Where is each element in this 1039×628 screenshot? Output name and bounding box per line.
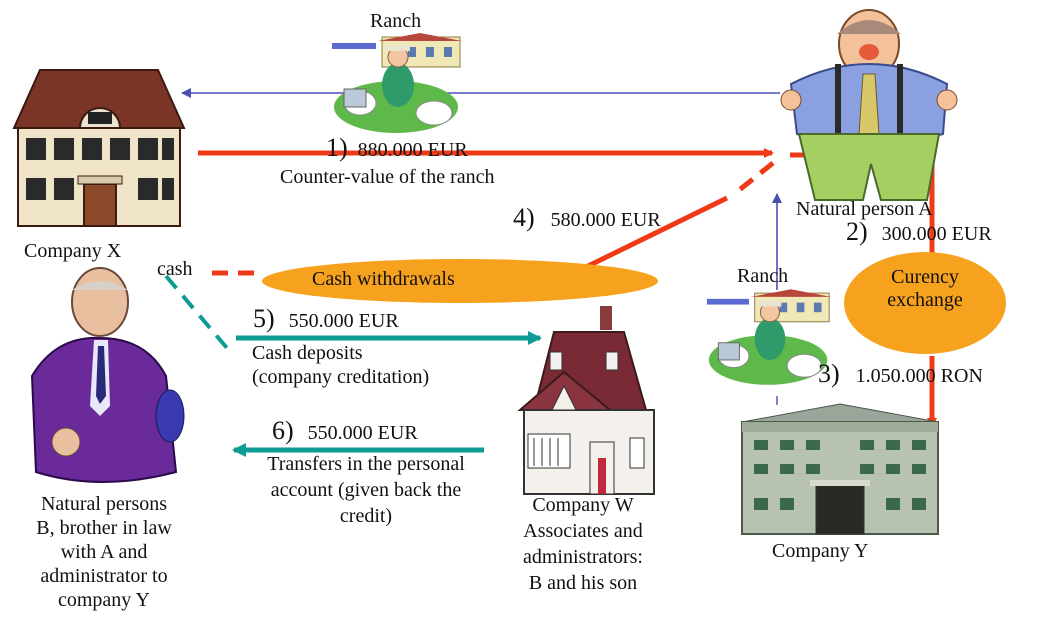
flow-4: 4) 580.000 EUR — [513, 203, 661, 233]
company-w-house-image — [517, 306, 655, 495]
flow-5: 5) 550.000 EUR — [253, 304, 399, 334]
cash-withdrawals-label: Cash withdrawals — [312, 268, 455, 290]
flow-5-amount: 550.000 EUR — [288, 310, 399, 332]
arrow-580000-eur-dash — [731, 161, 775, 197]
flow-1-amount: 880.000 EUR — [357, 139, 468, 161]
company-y-label: Company Y — [772, 540, 869, 562]
flow-3: 3) 1.050.000 RON — [818, 359, 983, 389]
ranch-top-label: Ranch — [370, 10, 422, 32]
company-y-building-image — [741, 403, 939, 535]
flow-6-description: Transfers in the personal account (given… — [267, 453, 465, 527]
flow-6-amount: 550.000 EUR — [307, 422, 418, 444]
flow-4-step: 4) — [513, 203, 535, 232]
cash-withdrawals-oval — [262, 259, 658, 303]
flow-2-amount: 300.000 EUR — [881, 223, 992, 245]
teal-dashed-line — [164, 274, 234, 356]
company-x-label: Company X — [24, 240, 122, 262]
ranch-right-label: Ranch — [737, 265, 789, 287]
ranch-top-image — [332, 33, 462, 133]
flow-6: 6) 550.000 EUR — [272, 416, 418, 446]
natural-person-a-image — [780, 9, 958, 201]
flow-6-step: 6) — [272, 416, 294, 445]
company-x-building-icon — [12, 69, 186, 227]
flow-1-description: Counter-value of the ranch — [280, 166, 495, 188]
flow-5-description: Cash deposits (company creditation) — [252, 342, 430, 388]
ranch-right-image — [706, 289, 832, 385]
currency-exchange-label: Curency exchange — [887, 266, 963, 311]
flow-5-step: 5) — [253, 304, 275, 333]
flow-2-step: 2) — [846, 217, 868, 246]
flow-3-amount: 1.050.000 RON — [855, 365, 983, 387]
currency-exchange-oval — [844, 252, 1006, 354]
flow-1: 1) 880.000 EUR — [326, 133, 468, 163]
flow-3-step: 3) — [818, 359, 840, 388]
natural-persons-b-image — [30, 267, 185, 483]
flow-1-step: 1) — [326, 133, 348, 162]
cash-label: cash — [157, 258, 193, 280]
flow-2: 2) 300.000 EUR — [846, 217, 992, 247]
company-w-label: Company W Associates and administrators:… — [523, 494, 643, 594]
natural-person-a-label: Natural person A — [796, 198, 933, 220]
flow-4-amount: 580.000 EUR — [550, 209, 661, 231]
natural-persons-b-label: Natural persons B, brother in law with A… — [36, 493, 172, 611]
